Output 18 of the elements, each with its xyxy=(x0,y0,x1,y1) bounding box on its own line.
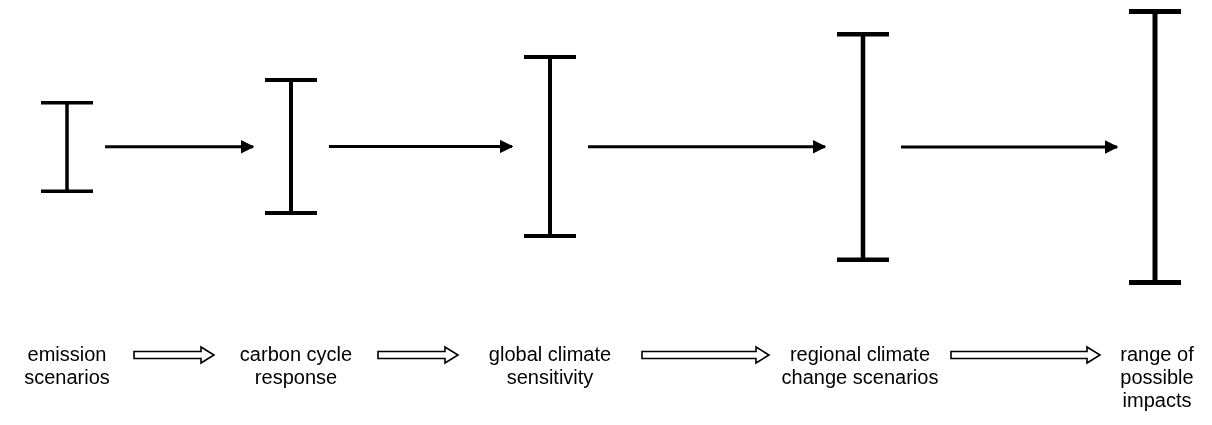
range-bar xyxy=(1129,9,1181,285)
stage-label: regional climate change scenarios xyxy=(781,343,939,389)
range-bar xyxy=(524,55,576,238)
arrow xyxy=(329,139,514,154)
range-bar xyxy=(41,101,93,193)
hollow-arrow xyxy=(133,345,216,365)
hollow-arrow xyxy=(641,345,771,365)
arrow xyxy=(105,140,255,154)
stage-label: emission scenarios xyxy=(23,343,111,389)
stage-label: range of possible impacts xyxy=(1119,343,1195,412)
range-bar xyxy=(265,78,317,215)
arrow xyxy=(588,140,827,154)
stage-label: carbon cycle response xyxy=(238,343,354,389)
hollow-arrow xyxy=(377,345,460,365)
arrow xyxy=(901,140,1119,154)
hollow-arrow xyxy=(950,345,1102,365)
range-bar xyxy=(837,32,889,262)
stage-label: global climate sensitivity xyxy=(487,343,613,389)
